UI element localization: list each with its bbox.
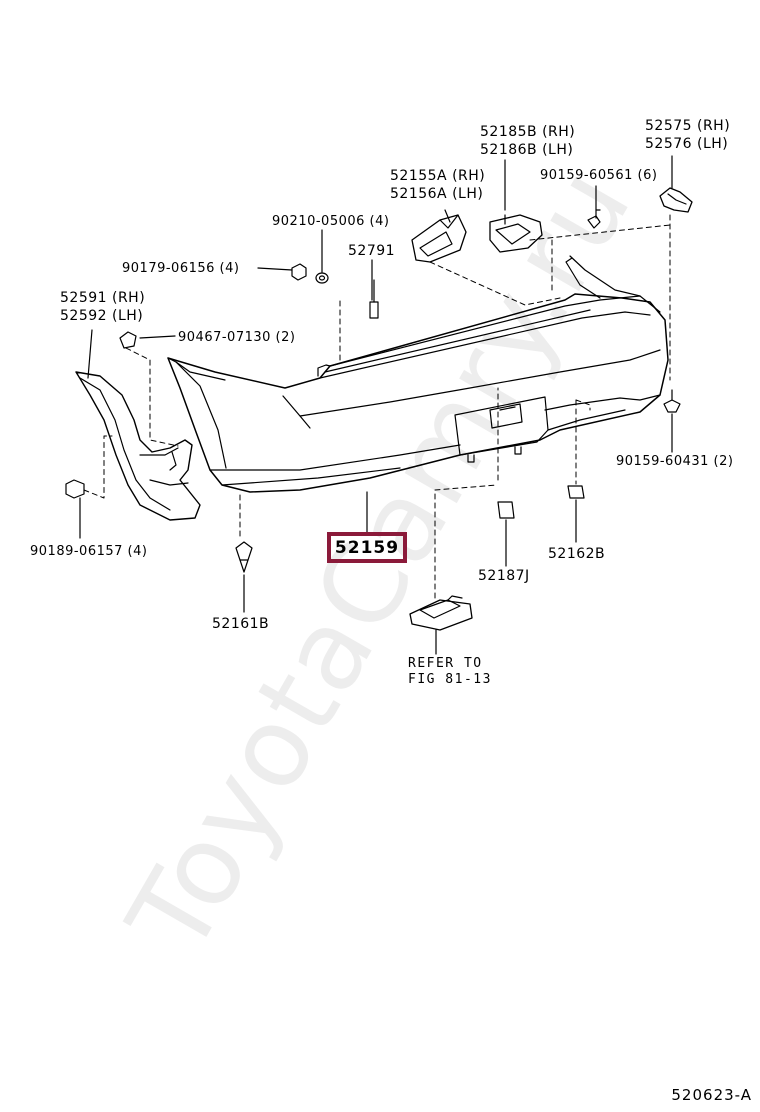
label-90179: 90179-06156 (4) [122,261,240,276]
label-52186b: 52186B (LH) [480,142,574,158]
label-52575: 52575 (RH) [645,118,731,134]
refer-note-line1: REFER TO [408,656,483,671]
side-extension-52591 [75,371,201,521]
rear-bumper-cover [167,255,669,493]
refer-note-line2: FIG 81-13 [408,672,492,687]
label-52162b: 52162B [548,546,606,562]
highlighted-part-52159[interactable]: 52159 [327,532,407,563]
label-52591: 52591 (RH) [60,290,146,306]
label-90210: 90210-05006 (4) [272,214,390,229]
leader-lines [79,155,673,655]
label-52185b: 52185B (RH) [480,124,576,140]
label-90467: 90467-07130 (2) [178,330,296,345]
label-52576: 52576 (LH) [645,136,729,152]
label-52187j: 52187J [478,568,530,584]
retainer-52155a [411,214,467,263]
label-52156a: 52156A (LH) [390,186,484,202]
label-52161b: 52161B [212,616,270,632]
label-90189: 90189-06157 (4) [30,544,148,559]
fasteners [65,209,681,631]
dashed-guides [83,214,671,599]
label-90159-60431: 90159-60431 (2) [616,454,734,469]
label-52155a: 52155A (RH) [390,168,486,184]
figure-code: 520623-A [671,1086,752,1104]
label-52592: 52592 (LH) [60,308,144,324]
label-52791: 52791 [348,243,396,259]
retainer-52185b [489,214,543,253]
retainer-52575 [659,187,693,213]
label-90159-60561: 90159-60561 (6) [540,168,658,183]
